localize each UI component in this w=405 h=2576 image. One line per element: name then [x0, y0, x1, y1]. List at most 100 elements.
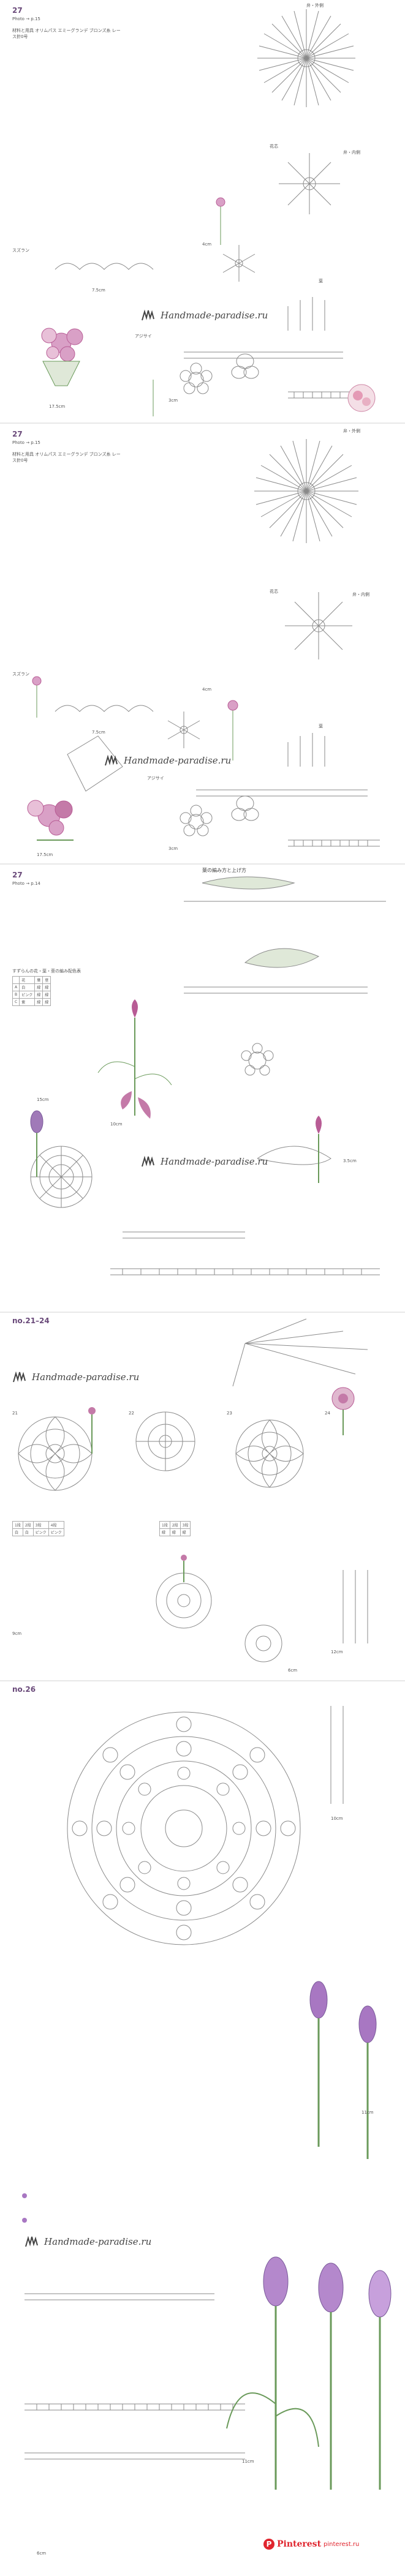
hand-icon — [12, 1371, 28, 1383]
page-subtitle: Photo → p.14 — [12, 881, 40, 886]
dim-2: 11cm — [361, 2110, 374, 2115]
label-inner-petal: 弁・内側 — [352, 592, 369, 597]
table-title: すずらんの花・葉・莖の編み配色表 — [12, 969, 81, 974]
dim-2: 17.5cm — [37, 852, 53, 857]
label-center: 花芯 — [270, 144, 278, 149]
hand-icon — [141, 1155, 157, 1168]
materials-text: 材料と用具 オリムパス エミーグランデ ブロンズ糸 レース針0号 — [12, 452, 121, 463]
watermark-text: Handmade-paradise.ru — [161, 1156, 268, 1167]
inner-petal-chart — [279, 153, 340, 214]
hand-icon — [104, 754, 120, 767]
pattern-page-2: 27 Photo → p.15 材料と用具 オリムパス エミーグランデ ブロンズ… — [0, 424, 405, 863]
watermark: Handmade-paradise.ru — [141, 1155, 268, 1168]
dim-3: 4cm — [202, 242, 212, 247]
dim-4: 3cm — [168, 398, 178, 403]
muscari-illustration-2 — [358, 2005, 377, 2159]
page-separator — [0, 422, 405, 424]
table-row: 白白 ピンクピンク — [12, 1528, 64, 1536]
page-title: 27 — [12, 6, 23, 15]
page-3-diagrams — [30, 876, 386, 1275]
pattern-page-1: 27 Photo → p.15 材料と用具 オリムパス エミーグランデ ブロンズ… — [0, 0, 405, 422]
watermark: Handmade-paradise.ru — [12, 1371, 139, 1383]
watermark-text: Handmade-paradise.ru — [161, 310, 268, 321]
table-row: 緑緑 緑 — [159, 1528, 191, 1536]
hand-icon — [141, 309, 157, 321]
dim-2: 10cm — [110, 1122, 123, 1127]
page-title: 27 — [12, 871, 23, 879]
page-title: no.21–24 — [12, 1316, 50, 1325]
label-inner-petal: 弁・内側 — [343, 150, 360, 155]
label-center: 花芯 — [270, 589, 278, 594]
page-title: 27 — [12, 430, 23, 438]
outer-petal-chart — [257, 9, 355, 107]
dim-4: 6cm — [37, 2551, 47, 2556]
pattern-page-3: 27 Photo → p.14 葉の編み方と上げ方 すずらんの花・葉・莖の編み配… — [0, 865, 405, 1312]
label-21: 21 — [12, 1411, 18, 1416]
watermark-text: Handmade-paradise.ru — [124, 755, 232, 766]
label-22: 22 — [129, 1411, 134, 1416]
dim-1: 9cm — [12, 1631, 22, 1636]
pinterest-watermark: P Pinterest pinterest.ru — [263, 2539, 359, 2550]
muscari-illustration-5 — [368, 2270, 392, 2490]
label-outer-petal: 弁・外側 — [306, 3, 324, 8]
pinterest-url: pinterest.ru — [324, 2540, 360, 2548]
label-outer-petal: 弁・外側 — [343, 429, 360, 434]
label-lily: スズラン — [12, 672, 29, 677]
page-separator — [0, 1312, 405, 1313]
page-separator — [0, 1680, 405, 1681]
watermark-text: Handmade-paradise.ru — [44, 2236, 152, 2247]
page-title: no.26 — [12, 1685, 36, 1694]
dim-2: 12cm — [331, 1650, 343, 1654]
watermark: Handmade-paradise.ru — [141, 309, 268, 321]
table-row: 花 葉莖 — [12, 976, 51, 984]
hand-icon — [25, 2236, 40, 2248]
muscari-illustration-4 — [318, 2262, 344, 2490]
pinterest-text: Pinterest — [277, 2539, 322, 2549]
label-lily: スズラン — [12, 248, 29, 253]
section-heading: 葉の編み方と上げ方 — [202, 868, 246, 873]
dim-4: 3cm — [168, 846, 178, 851]
dim-2: 17.5cm — [49, 404, 66, 409]
label-hydrangea: アジサイ — [135, 334, 152, 339]
dim-1: 10cm — [331, 1816, 343, 1821]
dim-1: 15cm — [37, 1097, 49, 1102]
muscari-illustration-3 — [226, 2256, 319, 2490]
pattern-page-5: no.26 10cm 11cm 11cm 6cm Handmade-paradi… — [0, 1681, 405, 2576]
page-1-diagrams — [41, 9, 376, 416]
dim-3: 4cm — [202, 687, 212, 692]
dim-3: 6cm — [288, 1668, 298, 1673]
label-24: 24 — [325, 1411, 330, 1416]
watermark: Handmade-paradise.ru — [25, 2236, 151, 2248]
lavender-illustration — [30, 1110, 44, 1177]
page-subtitle: Photo → p.15 — [12, 17, 40, 21]
muscari-illustration-1 — [309, 1981, 328, 2147]
watermark: Handmade-paradise.ru — [104, 754, 231, 767]
page-2-diagrams — [27, 439, 380, 847]
label-hydrangea: アジサイ — [147, 776, 164, 781]
label-23: 23 — [227, 1411, 232, 1416]
label-leaf: 葉 — [319, 724, 323, 729]
dim-1: 7.5cm — [92, 730, 105, 735]
dim-3: 3.5cm — [343, 1158, 357, 1163]
watermark-text: Handmade-paradise.ru — [32, 1372, 140, 1383]
page-4-diagrams — [18, 1318, 368, 1662]
dim-1: 7.5cm — [92, 288, 105, 293]
page-5-diagrams — [22, 1706, 392, 2490]
pinterest-logo-icon: P — [263, 2539, 274, 2550]
tulip-illustration — [97, 999, 172, 1119]
bouquet-illustration — [41, 328, 83, 386]
materials-text: 材料と用具 オリムパス エミーグランデ ブロンズ糸 レース針0号 — [12, 28, 121, 39]
page-subtitle: Photo → p.15 — [12, 440, 40, 445]
page-separator — [0, 863, 405, 865]
label-leaf: 葉 — [319, 279, 323, 284]
dim-3: 11cm — [242, 2459, 254, 2464]
